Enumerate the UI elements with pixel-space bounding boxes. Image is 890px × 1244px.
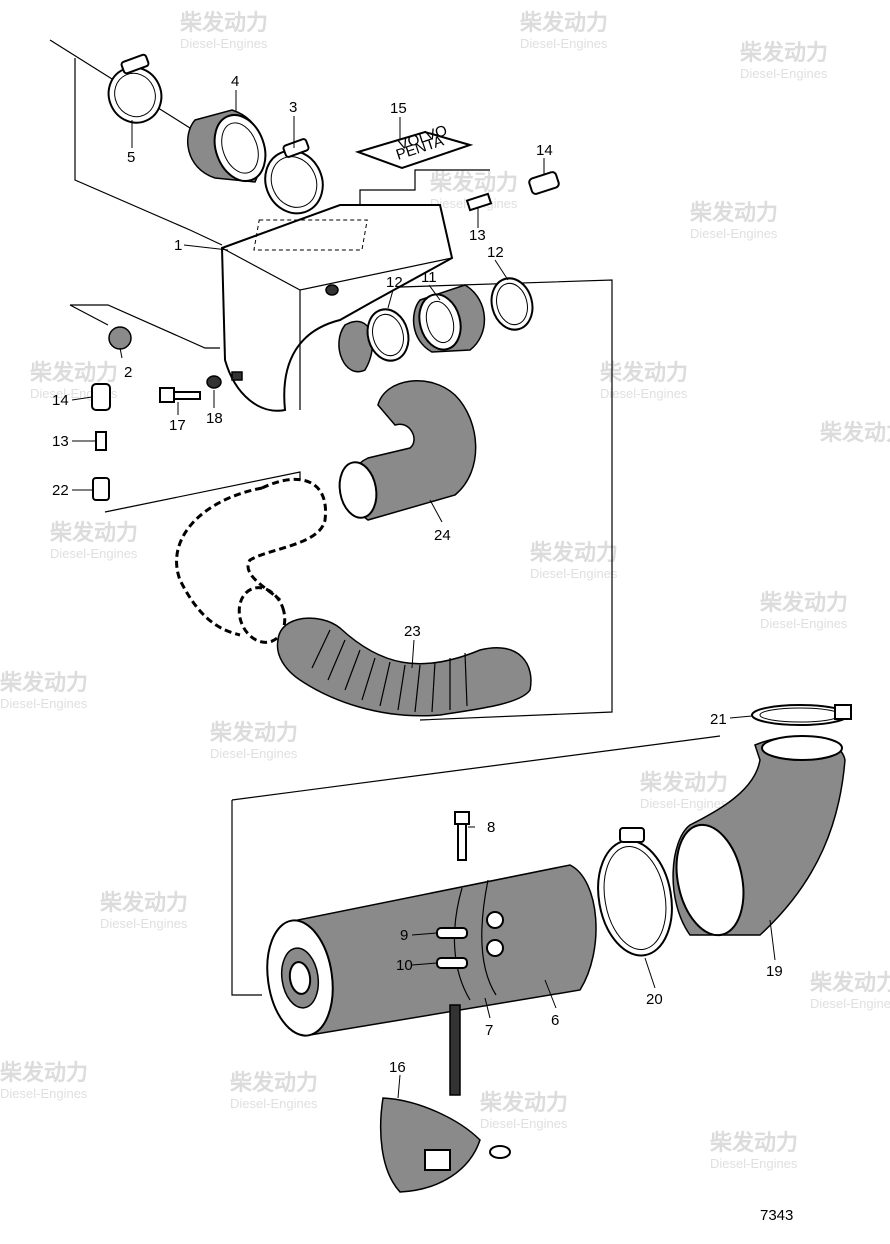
alternative-hose-dashed [175, 478, 328, 644]
label-part-10: 10 [396, 957, 413, 974]
watermark-text: Diesel-Engines [760, 616, 848, 631]
watermark-text: 柴发动力 [49, 520, 138, 546]
watermark-text: 柴发动力 [209, 720, 298, 746]
label-leader-lines [71, 90, 776, 1099]
watermark-text: Diesel-Engines [640, 796, 728, 811]
elbow-hose-24 [338, 380, 477, 521]
label-part-22: 22 [52, 482, 69, 499]
plug-2 [108, 326, 132, 350]
watermark-text: 柴发动力 [689, 200, 778, 226]
label-part-1: 1 [174, 237, 182, 254]
hose-clamp-12-right [490, 277, 534, 331]
watermark-text: 柴发动力 [229, 1070, 318, 1096]
watermark-text: Diesel-Engines [710, 1156, 798, 1171]
rubber-sleeve-11 [412, 284, 486, 353]
label-part-3: 3 [289, 99, 297, 116]
watermark-text: Diesel-Engines [230, 1096, 318, 1111]
watermark-text: 柴发动力 [709, 1130, 798, 1156]
watermark-text: Diesel-Engines [520, 36, 608, 51]
label-part-9: 9 [400, 927, 408, 944]
label-part-12b: 12 [487, 244, 504, 261]
elbow-19 [672, 735, 846, 937]
volvo-penta-plate-15: VOLVO PENTA [354, 122, 474, 170]
label-part-13a: 13 [469, 227, 486, 244]
watermark-text: 柴发动力 [179, 10, 268, 36]
nipple-13-upper [465, 192, 493, 212]
label-part-21: 21 [710, 711, 727, 728]
watermark-text: Diesel-Engines [210, 746, 298, 761]
watermark-text: Diesel-Engines [530, 566, 618, 581]
nipple-13-lower [95, 431, 107, 451]
hose-clamp-12-left [366, 308, 410, 362]
watermark-text: 柴发动力 [639, 770, 728, 796]
label-part-20: 20 [646, 991, 663, 1008]
stud-10 [436, 957, 468, 969]
assembly-frame-lines [49, 39, 721, 996]
watermark-text: Diesel-Engines [690, 226, 778, 241]
figure-number: 7343 [760, 1207, 793, 1224]
corrugated-hose-23 [276, 617, 532, 717]
label-part-8: 8 [487, 819, 495, 836]
watermark-text: 柴发动力 [519, 10, 608, 36]
label-part-4: 4 [231, 73, 239, 90]
label-part-19: 19 [766, 963, 783, 980]
watermark-text: 柴发动力 [0, 1060, 88, 1086]
watermark-text: 柴发动力 [429, 170, 518, 196]
watermark-text: Diesel-Engines [0, 696, 88, 711]
watermark-text: 柴发动力 [99, 890, 188, 916]
hose-clamp-21 [751, 704, 852, 726]
hose-clamp-5 [107, 53, 163, 124]
cap-14-lower [91, 383, 111, 411]
watermark-text: Diesel-Engines [50, 546, 138, 561]
watermark-text: Diesel-Engines [100, 916, 188, 931]
rubber-sleeve-4 [187, 109, 267, 183]
label-part-7: 7 [485, 1022, 493, 1039]
watermark-text: Diesel-Engines [740, 66, 828, 81]
cap-14-upper [528, 171, 560, 195]
label-part-15: 15 [390, 100, 407, 117]
label-part-5: 5 [127, 149, 135, 166]
label-part-13b: 13 [52, 433, 69, 450]
label-part-6: 6 [551, 1012, 559, 1029]
cover-16 [379, 1004, 511, 1193]
watermark-text: 柴发动力 [479, 1090, 568, 1116]
watermark-text: 柴发动力 [0, 670, 88, 696]
adapter-22 [92, 477, 110, 501]
watermark-text: 柴发动力 [739, 40, 828, 66]
watermark-text: 柴发动力 [819, 420, 890, 446]
bolt-17 [159, 387, 201, 403]
bracket-7 [453, 879, 504, 1001]
label-part-23: 23 [404, 623, 421, 640]
label-part-14a: 14 [536, 142, 553, 159]
watermark-text: Diesel-Engines [600, 386, 688, 401]
label-part-12a: 12 [386, 274, 403, 291]
watermark-text: Diesel-Engines [180, 36, 268, 51]
air-filter-6 [266, 864, 597, 1037]
bolt-8 [454, 811, 470, 861]
label-part-24: 24 [434, 527, 451, 544]
air-filter-housing-1 [220, 204, 454, 412]
watermark-text: 柴发动力 [599, 360, 688, 386]
watermark-text: 柴发动力 [529, 540, 618, 566]
label-part-11: 11 [421, 269, 437, 286]
label-part-17: 17 [169, 417, 186, 434]
label-part-2: 2 [124, 364, 132, 381]
watermark-text: Diesel-Engines [810, 996, 890, 1011]
watermark-text: Diesel-Engines [480, 1116, 568, 1131]
hose-clamp-20 [597, 827, 673, 957]
part-labels: 1 2 3 4 5 6 7 8 9 10 11 12 12 13 13 14 1… [52, 73, 783, 1076]
washer-18 [206, 375, 222, 389]
stud-9 [436, 927, 468, 939]
watermark-text: 柴发动力 [809, 970, 890, 996]
label-part-16: 16 [389, 1059, 406, 1076]
watermark-text: 柴发动力 [29, 360, 118, 386]
watermark-text: Diesel-Engines [0, 1086, 88, 1101]
hose-clamp-3 [264, 138, 324, 215]
label-part-18: 18 [206, 410, 223, 427]
watermark-text: 柴发动力 [759, 590, 848, 616]
label-part-14b: 14 [52, 392, 69, 409]
